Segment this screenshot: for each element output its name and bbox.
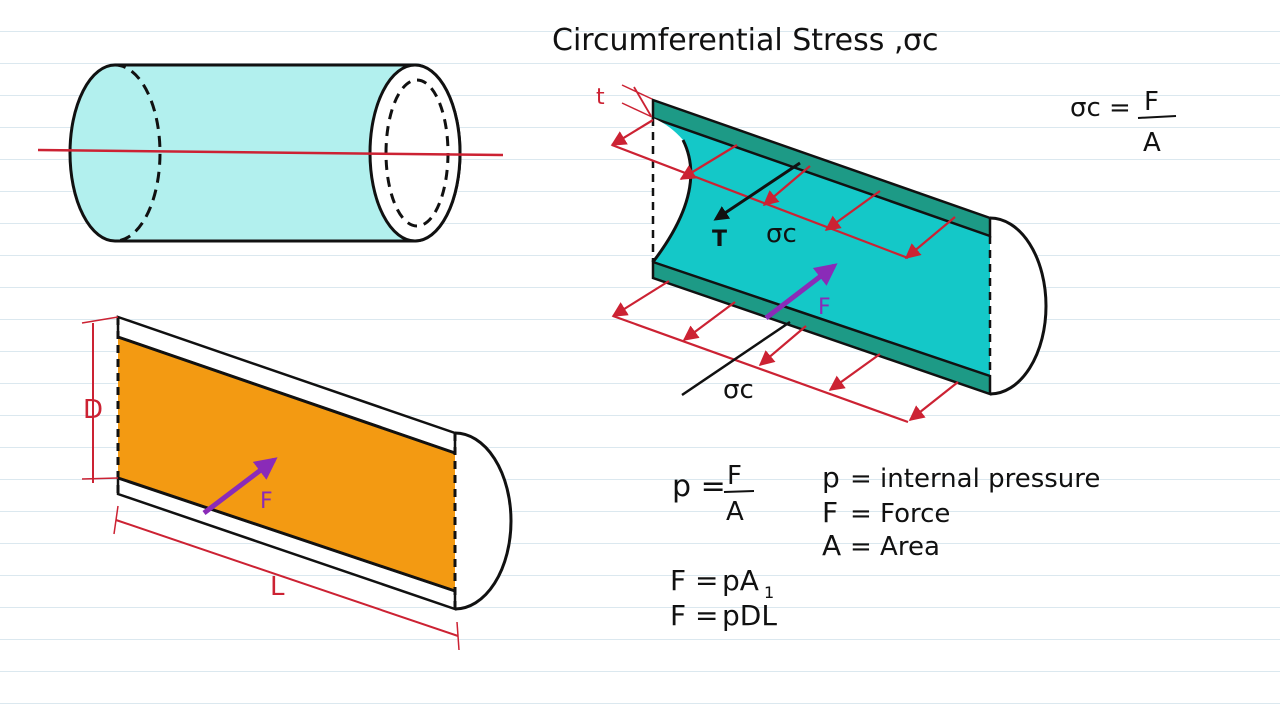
variable-legend: p = internal pressure F = Force A = Area bbox=[822, 461, 1100, 562]
tension-label: T bbox=[712, 227, 727, 252]
formula-p-bar bbox=[723, 490, 755, 493]
stress-arrow-bottom-2 bbox=[682, 301, 736, 341]
pipe-force-arrow bbox=[764, 263, 838, 320]
stress-arrow-bottom-5 bbox=[908, 381, 959, 421]
pipe-inner-face bbox=[653, 100, 990, 394]
force-label: F bbox=[260, 489, 273, 514]
half-end-cap bbox=[454, 431, 513, 611]
title-symbol: σc bbox=[903, 23, 939, 58]
pipe-end-cap bbox=[989, 216, 1048, 396]
legend-sym-p: p bbox=[822, 461, 840, 494]
formula-p-num: F bbox=[727, 461, 742, 491]
dim-t-tick-top bbox=[621, 84, 653, 100]
dim-D-label: D bbox=[83, 395, 103, 425]
stress-leader-bottom bbox=[681, 320, 791, 397]
stress-arrow-top-5 bbox=[904, 216, 956, 259]
formula-sigma: σc = F A bbox=[1070, 87, 1177, 158]
stress-arrow-top-3 bbox=[762, 165, 811, 206]
legend-sym-F: F bbox=[822, 496, 838, 529]
pipe-section: t T σc σc F bbox=[596, 84, 1048, 424]
stress-line-bottom bbox=[612, 314, 909, 424]
orange-top-edge bbox=[117, 335, 456, 455]
formula-sigma-lhs: σc = bbox=[1070, 93, 1131, 123]
tension-arrow bbox=[713, 161, 801, 221]
formula-sigma-num: F bbox=[1144, 87, 1159, 117]
half-cylinder: D L F bbox=[81, 315, 513, 651]
equation-2-rhs: pDL bbox=[722, 599, 777, 632]
equation-1-rhs: pA bbox=[722, 564, 759, 597]
equation-2-lhs: F = bbox=[670, 599, 718, 632]
cylinder bbox=[37, 63, 504, 243]
dim-D-tick-bottom bbox=[81, 477, 119, 480]
dim-t-tick-bottom bbox=[621, 102, 653, 118]
pipe-front-curve bbox=[651, 139, 693, 263]
formula-p-lhs: p = bbox=[672, 469, 726, 504]
legend-sym-A: A bbox=[822, 529, 841, 562]
equations: F = pA 1 F = pDL bbox=[670, 564, 777, 632]
dim-L-line bbox=[115, 519, 459, 637]
equation-1-lhs: F = bbox=[670, 564, 718, 597]
dim-D-tick-top bbox=[81, 316, 119, 324]
pipe-force-label: F bbox=[818, 295, 831, 320]
orange-face bbox=[118, 317, 455, 609]
pipe-front-cutout bbox=[653, 118, 691, 262]
cylinder-inner-wall bbox=[384, 78, 450, 228]
stress-arrow-top-4 bbox=[824, 190, 881, 231]
stress-label-bottom: σc bbox=[723, 375, 754, 405]
dim-L-tick-right bbox=[456, 621, 460, 651]
formula-sigma-bar bbox=[1137, 115, 1177, 119]
dim-L-label: L bbox=[270, 572, 285, 602]
legend-desc-F: = Force bbox=[850, 499, 950, 529]
cutting-plane-line bbox=[37, 148, 504, 157]
stress-arrow-bottom-4 bbox=[828, 353, 881, 391]
equation-1-sub: 1 bbox=[764, 583, 774, 602]
stress-arrow-top-1 bbox=[610, 119, 654, 146]
formula-p: p = F A bbox=[672, 461, 755, 527]
stress-arrow-top-2 bbox=[679, 144, 738, 180]
cylinder-back-edge bbox=[114, 63, 162, 243]
stress-arrow-bottom-1 bbox=[611, 280, 670, 317]
title: Circumferential Stress , σc bbox=[552, 23, 939, 58]
formula-p-den: A bbox=[726, 497, 744, 527]
legend-desc-p: = internal pressure bbox=[850, 464, 1100, 494]
force-arrow bbox=[202, 457, 278, 515]
orange-bottom-edge bbox=[117, 476, 456, 593]
stress-arrow-bottom-3 bbox=[758, 325, 807, 366]
stress-line-top bbox=[611, 143, 909, 260]
dim-t-label: t bbox=[596, 85, 605, 110]
dim-L-tick-left bbox=[113, 505, 119, 535]
pipe-bottom-wall bbox=[651, 260, 992, 396]
title-text: Circumferential Stress , bbox=[552, 23, 903, 58]
formula-sigma-den: A bbox=[1143, 128, 1161, 158]
stress-label-top: σc bbox=[766, 219, 797, 249]
legend-desc-A: = Area bbox=[850, 532, 940, 562]
